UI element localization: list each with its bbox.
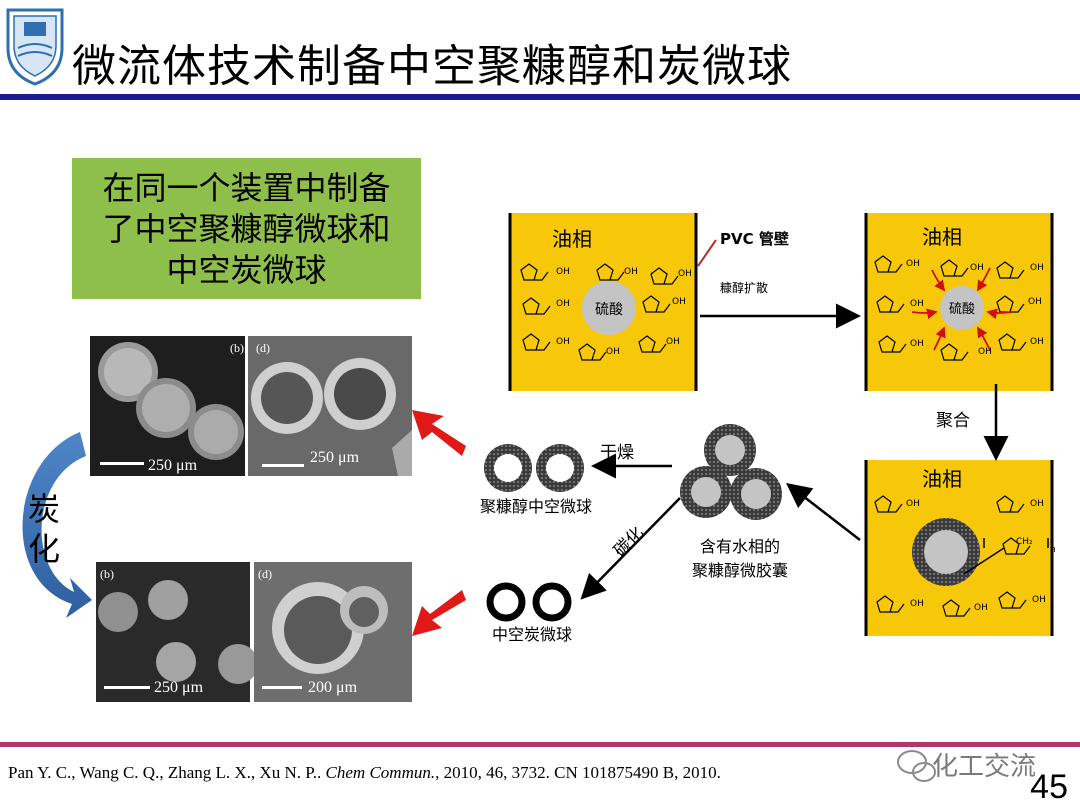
oh-label: OH (978, 347, 992, 357)
micrograph-scale-label: 250 μm (154, 679, 204, 696)
wechat-icon (897, 750, 936, 782)
oil-phase-label-3: 油相 (922, 467, 962, 491)
summary-line-2: 了中空聚糠醇微球和 (102, 210, 391, 248)
acid-label-2: 硫酸 (949, 302, 975, 317)
oil-phase-box-polymerized (864, 460, 1054, 636)
sem-photo-carbon-spheres (96, 562, 258, 702)
footer-divider (0, 742, 1080, 747)
dry-label: 干燥 (600, 443, 634, 463)
sem-photo-pfa-spheres (90, 336, 245, 476)
oh-label: OH (910, 599, 924, 609)
oh-label: OH (910, 299, 924, 309)
oh-label: OH (1030, 499, 1044, 509)
oh-label: OH (1028, 297, 1042, 307)
oh-label: OH (1032, 595, 1046, 605)
micrograph-scale-label: 200 μm (308, 679, 358, 696)
university-logo-icon (6, 8, 64, 86)
hollow-carbon-spheres (486, 582, 572, 622)
oh-labels: OH OH OH OH OH OH OH OH OH OH OH OH OH O… (556, 259, 1046, 613)
acid-label-1: 硫酸 (595, 302, 623, 318)
micrograph-scale-label: 250 μm (148, 457, 198, 474)
polymer-n-label: n (1050, 545, 1056, 555)
watermark-text: 化工交流 (932, 752, 1037, 782)
carbonize-arrow (580, 497, 681, 600)
micrograph-panel-label: (d) (258, 567, 272, 581)
oh-label: OH (906, 259, 920, 269)
to-capsule-arrow (786, 482, 861, 541)
citation: Pan Y. C., Wang C. Q., Zhang L. X., Xu N… (8, 763, 721, 783)
oil-phase-label-1: 油相 (552, 227, 592, 251)
oh-label: OH (624, 267, 638, 277)
micrograph-panel-label: (b) (230, 341, 244, 355)
carbonize-curved-arrow (22, 432, 92, 618)
oil-phase-label-2: 油相 (922, 225, 962, 249)
polymer-ch2-label: CH₂ (1016, 537, 1033, 547)
sem-photo-pfa-cross-section (248, 336, 412, 476)
oh-label: OH (556, 299, 570, 309)
carbonize-label: 碳化 (610, 523, 648, 561)
oil-phase-box-initial (508, 213, 698, 391)
oh-label: OH (678, 269, 692, 279)
diffusion-label: 糠醇扩散 (720, 280, 768, 295)
oh-label: OH (974, 603, 988, 613)
page-number: 45 (1030, 768, 1068, 806)
summary-box: 在同一个装置中制备 了中空聚糠醇微球和 中空炭微球 (72, 158, 421, 299)
capsule-label-line1: 含有水相的 (700, 537, 780, 556)
polymerize-label: 聚合 (936, 411, 970, 431)
oh-label: OH (606, 347, 620, 357)
citation-journal: Chem Commun., (325, 763, 440, 782)
red-arrow-lower (412, 590, 466, 636)
hollow-carbon-label: 中空炭微球 (492, 625, 572, 644)
hollow-pfa-label: 聚糠醇中空微球 (480, 497, 592, 516)
oh-label: OH (910, 339, 924, 349)
pvc-wall-pointer (697, 239, 717, 267)
hollow-pfa-spheres (484, 444, 584, 492)
oh-label: OH (666, 337, 680, 347)
capsule-label-line2: 聚糠醇微胶囊 (692, 561, 788, 580)
pvc-wall-label: PVC 管壁 (720, 230, 789, 248)
oh-label: OH (1030, 263, 1044, 273)
micrograph-panel-label: (b) (100, 567, 114, 581)
red-arrow-upper (412, 410, 466, 456)
page-title: 微流体技术制备中空聚糠醇和炭微球 (72, 41, 792, 92)
citation-authors: Pan Y. C., Wang C. Q., Zhang L. X., Xu N… (8, 763, 322, 782)
sem-photo-carbon-cross-section (254, 562, 412, 702)
micrograph-panel-label: (d) (256, 341, 270, 355)
oh-label: OH (556, 337, 570, 347)
side-arrow-label-char2: 化 (28, 530, 60, 568)
micrograph-scale-label: 250 μm (310, 449, 360, 466)
oh-label: OH (970, 263, 984, 273)
oh-label: OH (1030, 337, 1044, 347)
pfa-microcapsule-cluster (680, 424, 782, 520)
oil-phase-box-diffusion (864, 213, 1054, 391)
oh-label: OH (906, 499, 920, 509)
watermark: 化工交流 (890, 746, 1036, 783)
summary-line-3: 中空炭微球 (166, 251, 327, 289)
summary-line-1: 在同一个装置中制备 (102, 169, 391, 207)
citation-details: 2010, 46, 3732. CN 101875490 B, 2010. (443, 763, 721, 782)
oh-label: OH (672, 297, 686, 307)
title-divider (0, 94, 1080, 100)
side-arrow-label-char1: 炭 (28, 490, 60, 528)
oh-label: OH (556, 267, 570, 277)
